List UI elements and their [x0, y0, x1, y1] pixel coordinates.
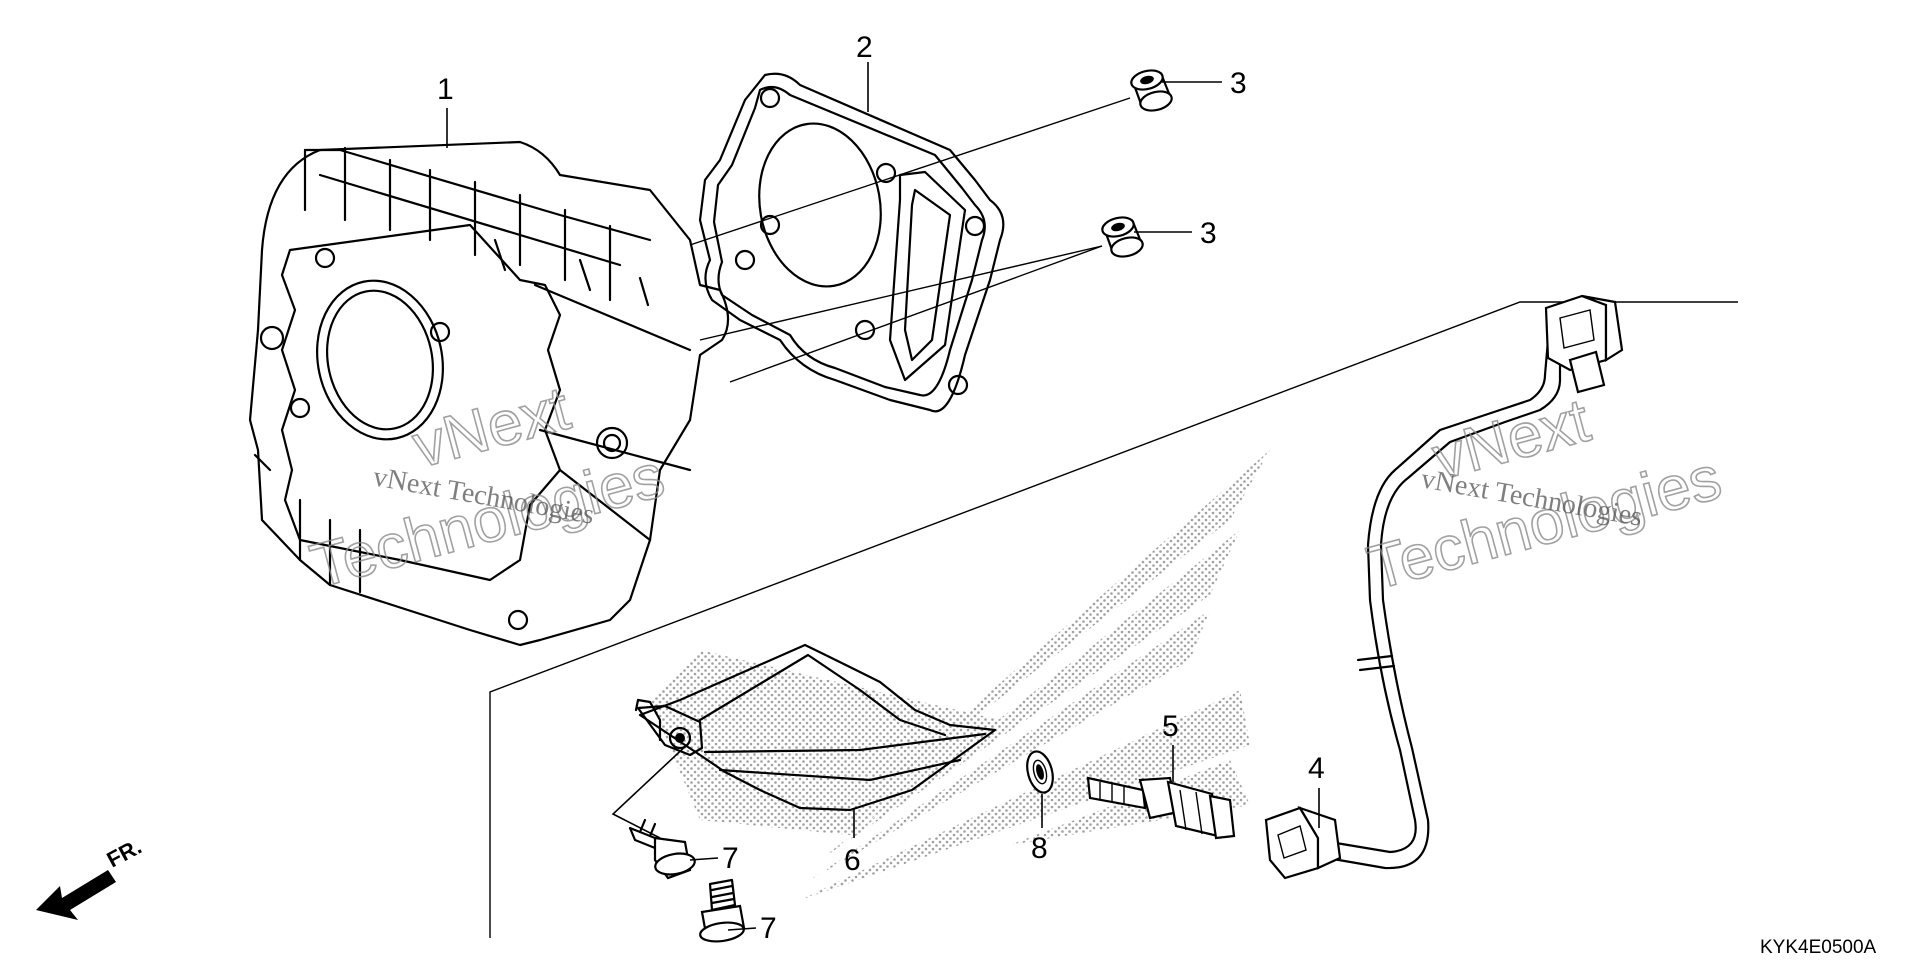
alignment-line-upper	[689, 97, 1131, 246]
callout-7-lower: 7	[760, 912, 777, 945]
sealing-washer[interactable]	[1023, 749, 1057, 796]
flange-bolt-upper[interactable]	[628, 818, 696, 880]
thermo-switch[interactable]	[1086, 776, 1236, 840]
wire-harness[interactable]	[1264, 294, 1624, 880]
callout-6: 6	[844, 844, 861, 877]
alignment-line-lower	[729, 245, 1103, 383]
callout-5: 5	[1162, 710, 1179, 743]
watermark-left: vNext Technologies vNext Technologies	[303, 373, 672, 602]
callout-1: 1	[437, 73, 454, 106]
dowel-pin-upper[interactable]	[1129, 67, 1173, 113]
watermark-right: vNext Technologies vNext Technologies	[1360, 385, 1729, 604]
svg-text:FR.: FR.	[103, 834, 146, 873]
callout-3-upper: 3	[1230, 67, 1247, 100]
front-direction-indicator: FR.	[36, 834, 146, 920]
svg-text:vNext: vNext	[406, 374, 577, 482]
cylinder-gasket[interactable]	[698, 72, 1005, 413]
callout-7-upper: 7	[722, 842, 739, 875]
subpanel-outline	[489, 301, 1738, 938]
callout-8: 8	[1031, 832, 1048, 865]
diagram-code: KYK4E0500A	[1760, 937, 1877, 958]
callout-labels: 1 2 3 3 4 5 6 7 7 8	[437, 31, 1325, 945]
callout-4: 4	[1308, 752, 1325, 785]
callout-2: 2	[856, 31, 873, 64]
svg-text:Technologies: Technologies	[304, 441, 671, 601]
leader-lines	[446, 62, 1320, 931]
flange-bolt-lower[interactable]	[699, 878, 746, 944]
callout-3-lower: 3	[1200, 217, 1217, 250]
front-arrow-icon	[36, 870, 116, 920]
cylinder[interactable]	[248, 140, 730, 647]
dowel-pin-lower[interactable]	[1100, 214, 1144, 259]
alignment-line-lower-2	[699, 245, 1103, 341]
wing-logo-stipple	[650, 450, 1270, 900]
svg-text:Technologies: Technologies	[1361, 443, 1728, 603]
thermo-switch-cover[interactable]	[634, 643, 997, 812]
